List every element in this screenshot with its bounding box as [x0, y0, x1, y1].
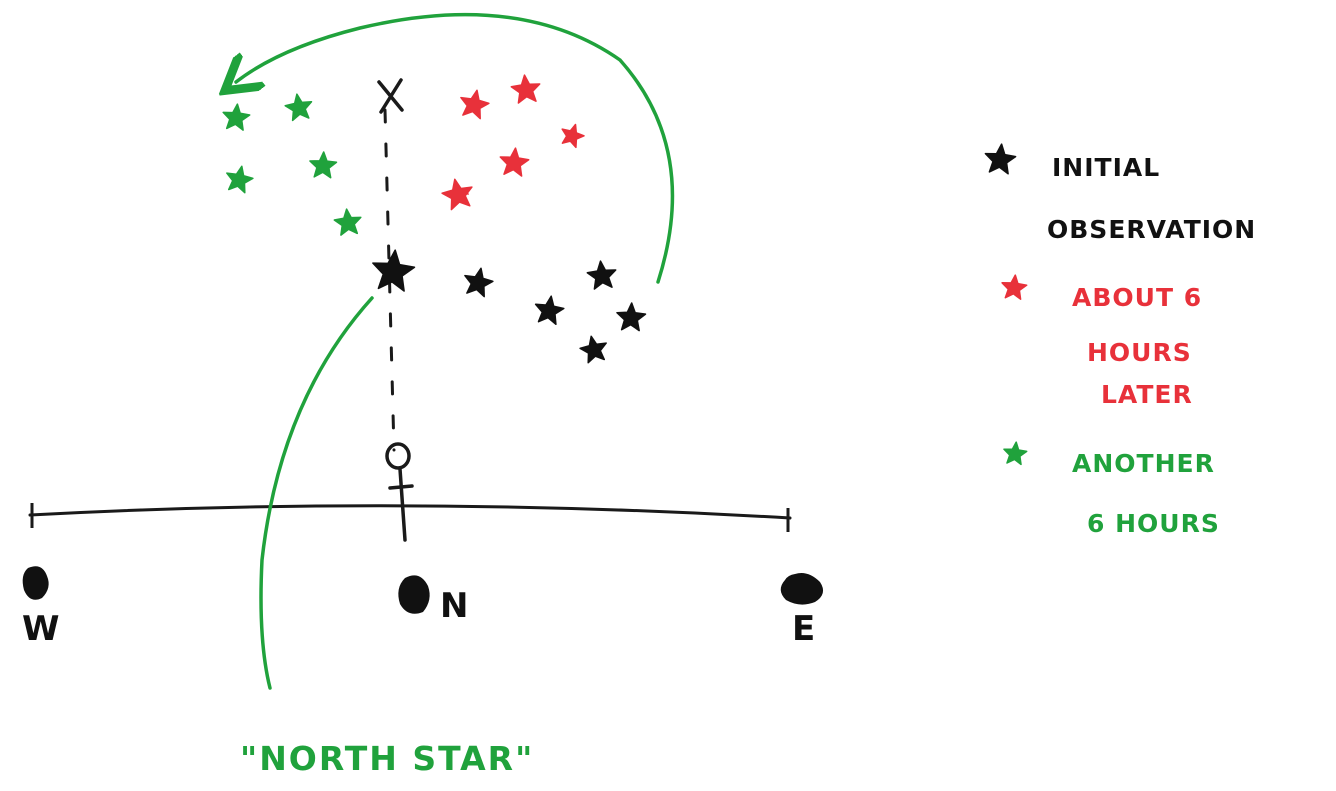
tree-icon-west: [22, 566, 49, 600]
star-icon: [586, 260, 617, 290]
star-icon: [309, 151, 338, 179]
star-icon: [464, 267, 494, 298]
star-icon: [1003, 441, 1028, 466]
north-star-caption: "NORTH STAR": [240, 739, 534, 778]
curved-arrow-icon: [236, 12, 675, 284]
legend-another-line1: ANOTHER: [1072, 449, 1215, 478]
star-icon: [284, 93, 313, 122]
star-icon: [222, 103, 251, 131]
star-icon: [333, 208, 362, 236]
star-icon: [984, 143, 1017, 175]
star-icon: [499, 147, 530, 177]
legend-initial-line1: INITIAL: [1052, 153, 1160, 182]
star-icon: [561, 123, 585, 149]
star-icon: [372, 249, 416, 292]
legend-star-icon-another-six-hours: [1003, 441, 1028, 466]
star-icon: [460, 89, 490, 120]
direction-north-label: N: [440, 586, 469, 626]
star-icon: [510, 74, 541, 104]
tree-icon-north: [398, 575, 430, 614]
initial-observation-stars: [372, 249, 647, 364]
star-icon: [579, 335, 607, 364]
north-star-pointer-curve: [259, 296, 374, 690]
legend-initial-line2: OBSERVATION: [1047, 215, 1256, 244]
horizon-line: [28, 504, 792, 520]
legend-six-hours-line1: ABOUT 6: [1072, 283, 1202, 312]
star-icon: [226, 165, 254, 194]
legend: INITIAL OBSERVATION ABOUT 6 HOURS LATER …: [984, 143, 1256, 538]
star-icon: [1001, 274, 1028, 300]
legend-another-line2: 6 HOURS: [1087, 509, 1220, 538]
x-marker-icon: [377, 78, 404, 114]
observer-icon: [385, 442, 414, 542]
star-icon: [441, 178, 473, 211]
direction-west-label: W: [22, 609, 61, 649]
another-six-hours-stars: [222, 93, 362, 236]
tree-icon-east: [780, 573, 824, 605]
legend-star-icon-six-hours: [1001, 274, 1028, 300]
star-icon: [616, 302, 647, 332]
direction-east-label: E: [792, 609, 816, 649]
legend-six-hours-line2: HOURS: [1087, 338, 1192, 367]
legend-star-icon-initial: [984, 143, 1017, 175]
legend-six-hours-line3: LATER: [1101, 380, 1193, 409]
star-icon: [534, 295, 565, 326]
six-hours-later-stars: [441, 74, 585, 211]
